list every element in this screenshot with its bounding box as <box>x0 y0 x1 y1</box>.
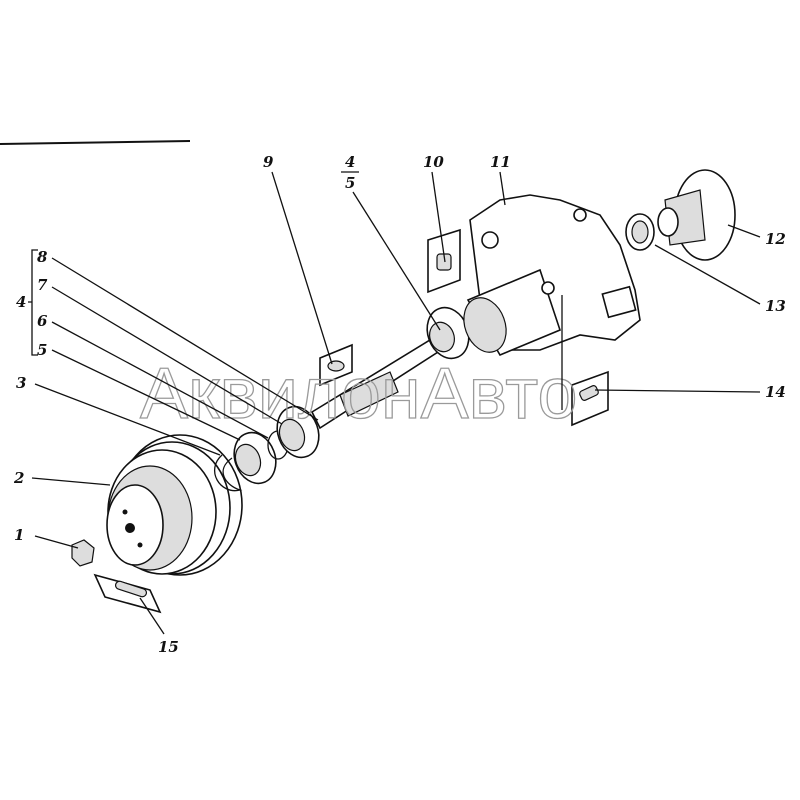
label-9: 9 <box>263 153 274 171</box>
label-10: 10 <box>423 153 444 171</box>
label-4-group: 4 <box>16 293 26 311</box>
label-4-5-bottom: 5 <box>345 174 355 192</box>
label-6: 6 <box>37 312 48 330</box>
pump-seal <box>625 213 655 251</box>
top-rule <box>0 140 191 145</box>
label-14: 14 <box>765 383 786 401</box>
drain-plug <box>427 228 461 294</box>
label-12: 12 <box>765 230 786 248</box>
bearing-rear <box>276 405 320 459</box>
label-2: 2 <box>13 469 24 487</box>
grease-fitting <box>571 370 609 427</box>
circlip <box>214 454 243 492</box>
watermark: АквилонАвто <box>140 354 578 434</box>
pump-housing <box>463 194 641 357</box>
leader-lines <box>28 171 761 635</box>
castle-nut <box>71 539 95 567</box>
label-5: 5 <box>37 341 47 359</box>
label-1: 1 <box>14 526 24 544</box>
label-7: 7 <box>37 276 48 294</box>
label-15: 15 <box>158 638 179 656</box>
label-4-5-top: 4 <box>345 153 355 171</box>
bearing-front <box>233 431 277 485</box>
shaft-key <box>319 343 353 387</box>
bearing-shaft <box>426 306 470 360</box>
label-11: 11 <box>490 153 511 171</box>
label-3: 3 <box>16 374 26 392</box>
label-13: 13 <box>765 297 786 315</box>
pulley <box>106 434 243 576</box>
key <box>93 573 162 614</box>
impeller <box>657 169 736 261</box>
label-8: 8 <box>37 248 48 266</box>
